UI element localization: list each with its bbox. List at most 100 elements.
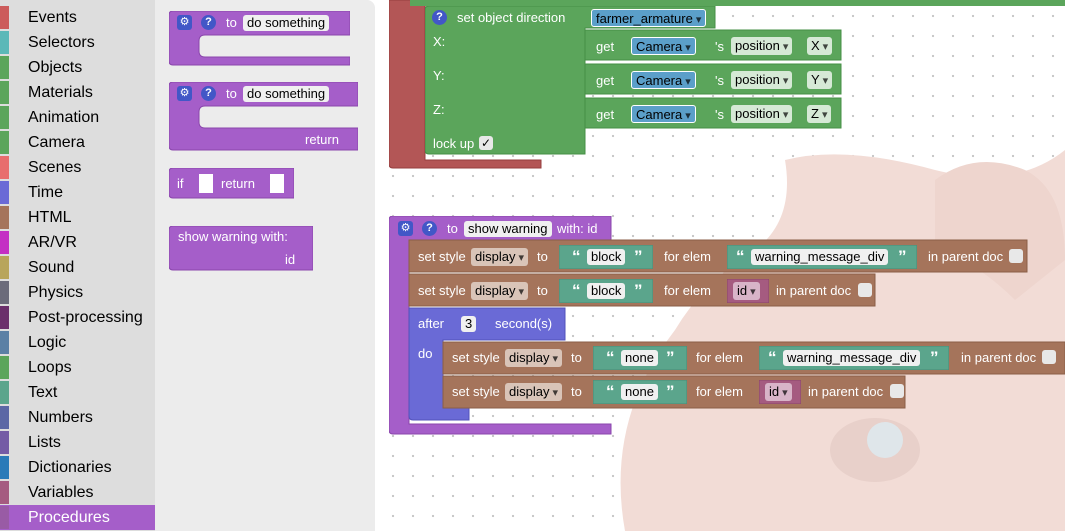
parent-doc-checkbox[interactable] [1042, 350, 1056, 364]
axis-dropdown[interactable]: X▾ [807, 37, 833, 55]
gear-icon[interactable]: ⚙ [398, 221, 413, 236]
dropdown-arrow-icon: ▾ [821, 109, 828, 121]
x-label: X: [433, 34, 446, 49]
category-swatch [0, 106, 9, 129]
category-camera[interactable]: Camera [0, 130, 155, 155]
category-label: Sound [28, 259, 75, 276]
category-swatch [0, 6, 9, 29]
possessive-label: 's [715, 73, 724, 88]
category-label: Physics [28, 284, 84, 301]
string-value-field[interactable]: block [587, 283, 626, 299]
category-physics[interactable]: Physics [0, 280, 155, 305]
category-dictionaries[interactable]: Dictionaries [0, 455, 155, 480]
procedure-return-definition-block[interactable]: ⚙ ? to do something return [169, 82, 358, 152]
help-icon[interactable]: ? [422, 221, 437, 236]
help-icon[interactable]: ? [432, 10, 447, 25]
category-label: Dictionaries [28, 459, 112, 476]
category-materials[interactable]: Materials [0, 80, 155, 105]
string-value-field[interactable]: warning_message_div [783, 350, 921, 366]
style-property-dropdown[interactable]: display▾ [471, 248, 528, 266]
for-elem-label: for elem [664, 283, 711, 298]
camera-dropdown[interactable]: Camera▾ [631, 71, 696, 89]
help-icon[interactable]: ? [201, 86, 216, 101]
camera-dropdown[interactable]: Camera▾ [631, 105, 696, 123]
show-warning-definition-block[interactable]: ⚙ ? to show warning with: id set style d… [389, 216, 1065, 436]
category-logic[interactable]: Logic [0, 330, 155, 355]
gear-icon[interactable]: ⚙ [177, 15, 192, 30]
parent-doc-checkbox[interactable] [1009, 249, 1023, 263]
if-return-block[interactable]: if return [169, 168, 294, 200]
style-property-dropdown[interactable]: display▾ [471, 282, 528, 300]
help-icon[interactable]: ? [201, 15, 216, 30]
category-variables[interactable]: Variables [0, 480, 155, 505]
camera-dropdown[interactable]: Camera▾ [631, 37, 696, 55]
category-swatch [0, 406, 9, 429]
in-parent-doc-label: in parent doc [808, 384, 884, 399]
seconds-number-field[interactable]: 3 [461, 316, 477, 332]
parent-doc-checkbox[interactable] [890, 384, 904, 398]
dropdown-arrow-icon: ▾ [822, 41, 829, 53]
property-dropdown[interactable]: position▾ [731, 71, 793, 89]
dropdown-arrow-icon: ▾ [685, 42, 691, 54]
property-dropdown[interactable]: position▾ [731, 37, 793, 55]
category-label: AR/VR [28, 234, 77, 251]
category-time[interactable]: Time [0, 180, 155, 205]
category-animation[interactable]: Animation [0, 105, 155, 130]
procedure-name-field[interactable]: do something [243, 15, 330, 31]
dropdown-arrow-icon: ▾ [518, 252, 524, 264]
category-sidebar: Events Selectors Objects Materials Anima… [0, 0, 155, 531]
style-property-dropdown[interactable]: display▾ [505, 383, 562, 401]
category-label: Time [28, 184, 63, 201]
string-value-field[interactable]: block [587, 249, 626, 265]
set-object-direction-label: set object direction [457, 10, 566, 25]
open-quote-icon: “ [768, 348, 777, 367]
axis-dropdown[interactable]: Y▾ [807, 71, 833, 89]
parent-doc-checkbox[interactable] [858, 283, 872, 297]
condition-input-slot[interactable] [199, 174, 213, 193]
dropdown-arrow-icon: ▾ [685, 76, 691, 88]
block-workspace[interactable]: ? set object direction farmer_armature▾ … [375, 0, 1065, 531]
category-sound[interactable]: Sound [0, 255, 155, 280]
style-property-dropdown[interactable]: display▾ [505, 349, 562, 367]
string-value-field[interactable]: warning_message_div [751, 249, 889, 265]
possessive-label: 's [715, 107, 724, 122]
object-dropdown[interactable]: farmer_armature▾ [591, 9, 707, 27]
category-arvr[interactable]: AR/VR [0, 230, 155, 255]
category-lists[interactable]: Lists [0, 430, 155, 455]
dropdown-arrow-icon: ▾ [750, 286, 756, 298]
procedure-name-field[interactable]: do something [243, 86, 330, 102]
procedure-definition-block[interactable]: ⚙ ? to do something [169, 11, 350, 67]
category-selectors[interactable]: Selectors [0, 30, 155, 55]
category-scenes[interactable]: Scenes [0, 155, 155, 180]
category-post-processing[interactable]: Post-processing [0, 305, 155, 330]
for-elem-label: for elem [696, 384, 743, 399]
category-numbers[interactable]: Numbers [0, 405, 155, 430]
category-label: Selectors [28, 34, 95, 51]
property-dropdown[interactable]: position▾ [731, 105, 793, 123]
category-loops[interactable]: Loops [0, 355, 155, 380]
string-value-field[interactable]: none [621, 350, 658, 366]
category-html[interactable]: HTML [0, 205, 155, 230]
category-swatch [0, 281, 9, 304]
axis-dropdown[interactable]: Z▾ [807, 105, 832, 123]
category-text[interactable]: Text [0, 380, 155, 405]
set-object-direction-block[interactable]: ? set object direction farmer_armature▾ … [425, 6, 845, 156]
show-warning-call-block[interactable]: show warning with: id [169, 226, 313, 272]
variable-dropdown[interactable]: id▾ [765, 383, 792, 401]
gear-icon[interactable]: ⚙ [177, 86, 192, 101]
procedure-name-field[interactable]: show warning [464, 221, 552, 237]
event-block-shape[interactable] [389, 0, 639, 170]
variable-dropdown[interactable]: id▾ [733, 282, 760, 300]
value-input-slot[interactable] [270, 174, 284, 193]
string-value-field[interactable]: none [621, 384, 658, 400]
category-label: Loops [28, 359, 72, 376]
event-top-bar [410, 0, 1065, 6]
in-parent-doc-label: in parent doc [776, 283, 852, 298]
block-shape [425, 6, 842, 155]
category-objects[interactable]: Objects [0, 55, 155, 80]
category-swatch [0, 181, 9, 204]
category-events[interactable]: Events [0, 5, 155, 30]
category-label: Post-processing [28, 309, 143, 326]
category-procedures[interactable]: Procedures [0, 505, 155, 530]
lock-up-checkbox[interactable]: ✓ [479, 136, 493, 150]
